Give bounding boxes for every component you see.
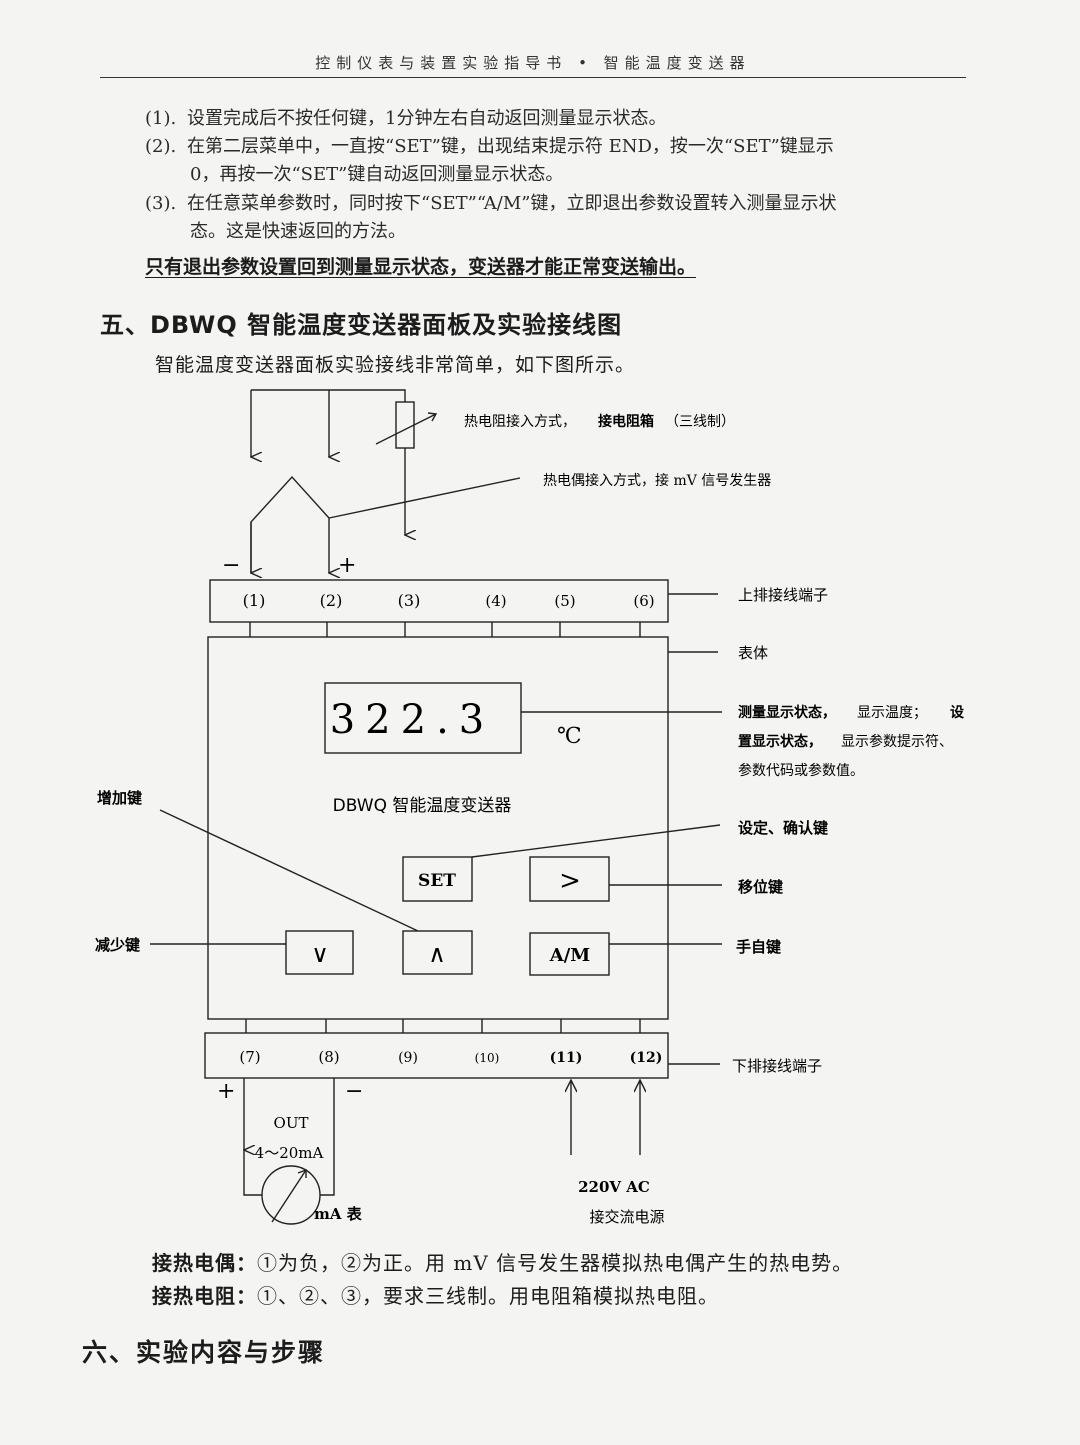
note-2-line-2: 0，再按一次“SET”键自动返回测量显示状态。 bbox=[190, 164, 564, 185]
footnote-rtd-bold: 接热电阻： bbox=[152, 1284, 257, 1308]
note-2-number: (2). bbox=[145, 136, 177, 157]
power-label: 220V AC bbox=[578, 1178, 650, 1196]
top-minus-sign: − bbox=[222, 553, 240, 578]
resistor-adjust-arrow bbox=[375, 413, 437, 445]
up-button-box bbox=[402, 930, 473, 975]
display-desc-b2: 显示参数提示符、 bbox=[841, 733, 953, 750]
top-terminal-5: (5) bbox=[554, 592, 575, 610]
up-button[interactable]: ∧ bbox=[428, 940, 446, 968]
top-terminal-4: (4) bbox=[485, 592, 506, 610]
shift-key-label: 移位键 bbox=[738, 878, 783, 896]
display-desc-a1: 测量显示状态， bbox=[738, 704, 836, 721]
section-6-title: 六、实验内容与步骤 bbox=[82, 1338, 326, 1367]
inc-key-label: 增加键 bbox=[97, 789, 142, 807]
footnote-tc-bold: 接热电偶： bbox=[152, 1251, 257, 1275]
wiring-diagram: 热电阻接入方式， 接电阻箱 （三线制） 热电偶接入方式，接 mV 信号发生器 −… bbox=[95, 389, 965, 1226]
section-5-intro: 智能温度变送器面板实验接线非常简单，如下图所示。 bbox=[155, 354, 636, 376]
down-button[interactable]: ∨ bbox=[311, 940, 329, 968]
bottom-terminal-label: 下排接线端子 bbox=[732, 1057, 822, 1075]
bottom-plus-sign: + bbox=[217, 1079, 235, 1104]
important-note: 只有退出参数设置回到测量显示状态，变送器才能正常变送输出。 bbox=[145, 256, 697, 278]
top-terminal-strip bbox=[209, 579, 669, 623]
power-desc: 接交流电源 bbox=[589, 1208, 664, 1226]
display-desc-a2: 显示温度； bbox=[857, 705, 927, 721]
set-leader-line bbox=[471, 824, 721, 858]
display-unit: ℃ bbox=[557, 724, 582, 749]
dec-key-label: 减少键 bbox=[95, 936, 140, 954]
footnote-thermocouple: 接热电偶：①为负，②为正。用 mV 信号发生器模拟热电偶产生的热电势。 bbox=[152, 1247, 853, 1276]
bottom-minus-sign: − bbox=[345, 1079, 363, 1104]
bottom-terminal-8: (8) bbox=[318, 1048, 339, 1066]
footnote-rtd-text: ①、②、③，要求三线制。用电阻箱模拟热电阻。 bbox=[257, 1284, 719, 1308]
note-2-line-1: 在第二层菜单中，一直按“SET”键，出现结束提示符 END，按一次“SET”键显… bbox=[187, 136, 834, 157]
out-range: 4～20mA bbox=[255, 1144, 324, 1162]
device-body bbox=[207, 636, 669, 1020]
am-button[interactable]: A/M bbox=[549, 945, 591, 966]
set-button-box bbox=[402, 856, 473, 902]
top-terminal-3: (3) bbox=[398, 591, 421, 610]
note-1-number: (1). bbox=[145, 108, 177, 129]
body-label: 表体 bbox=[738, 644, 768, 662]
top-terminal-label: 上排接线端子 bbox=[738, 586, 828, 604]
rtd-label-b: 接电阻箱 bbox=[598, 413, 654, 430]
bottom-terminal-12: (12) bbox=[630, 1050, 663, 1066]
out-label: OUT bbox=[274, 1114, 309, 1132]
bottom-terminal-9: (9) bbox=[398, 1050, 418, 1066]
tc-label: 热电偶接入方式，接 mV 信号发生器 bbox=[543, 472, 771, 489]
set-key-label: 设定、确认键 bbox=[738, 819, 828, 837]
rtd-label-c: （三线制） bbox=[665, 414, 735, 430]
top-terminal-2: (2) bbox=[320, 591, 343, 610]
note-3-line-1: 在任意菜单参数时，同时按下“SET”“A/M”键，立即退出参数设置转入测量显示状 bbox=[187, 193, 837, 214]
top-terminal-1: (1) bbox=[243, 591, 266, 610]
tc-leader-line bbox=[328, 477, 521, 519]
display-desc-a3: 设 bbox=[950, 705, 965, 721]
page-header-title: 控制仪表与装置实验指导书 • 智能温度变送器 bbox=[315, 54, 751, 72]
display-desc-c: 参数代码或参数值。 bbox=[738, 762, 864, 779]
display-window bbox=[324, 682, 522, 754]
top-plus-sign: + bbox=[338, 553, 356, 578]
bottom-terminal-7: (7) bbox=[239, 1048, 260, 1066]
bottom-terminal-10: (10) bbox=[475, 1051, 500, 1065]
rtd-label-a: 热电阻接入方式， bbox=[464, 413, 576, 430]
display-desc-b1: 置显示状态， bbox=[738, 733, 822, 750]
bottom-terminal-11: (11) bbox=[550, 1050, 583, 1066]
header-rule bbox=[100, 77, 966, 78]
down-button-box bbox=[285, 930, 354, 975]
shift-button-box bbox=[529, 856, 610, 902]
section-5-title: 五、DBWQ 智能温度变送器面板及实验接线图 bbox=[100, 311, 623, 339]
ma-meter-symbol bbox=[261, 1165, 321, 1225]
note-1-line-1: 设置完成后不按任何键，1分钟左右自动返回测量显示状态。 bbox=[187, 108, 667, 129]
top-terminal-6: (6) bbox=[633, 592, 654, 610]
ma-meter-label: mA 表 bbox=[314, 1205, 363, 1223]
device-name: DBWQ 智能温度变送器 bbox=[333, 796, 512, 816]
set-button[interactable]: SET bbox=[418, 871, 456, 891]
display-value: 322.3 bbox=[330, 697, 495, 743]
footnote-tc-text: ①为负，②为正。用 mV 信号发生器模拟热电偶产生的热电势。 bbox=[257, 1251, 854, 1275]
am-key-label: 手自键 bbox=[736, 938, 781, 956]
note-3-line-2: 态。这是快速返回的方法。 bbox=[190, 221, 406, 242]
bottom-terminal-strip bbox=[204, 1032, 669, 1079]
note-3-number: (3). bbox=[145, 193, 177, 214]
footnote-rtd: 接热电阻：①、②、③，要求三线制。用电阻箱模拟热电阻。 bbox=[152, 1280, 719, 1309]
resistor-box-symbol bbox=[395, 401, 415, 449]
inc-leader-line bbox=[159, 809, 419, 932]
shift-button[interactable]: > bbox=[559, 866, 581, 896]
am-button-box bbox=[529, 932, 610, 976]
